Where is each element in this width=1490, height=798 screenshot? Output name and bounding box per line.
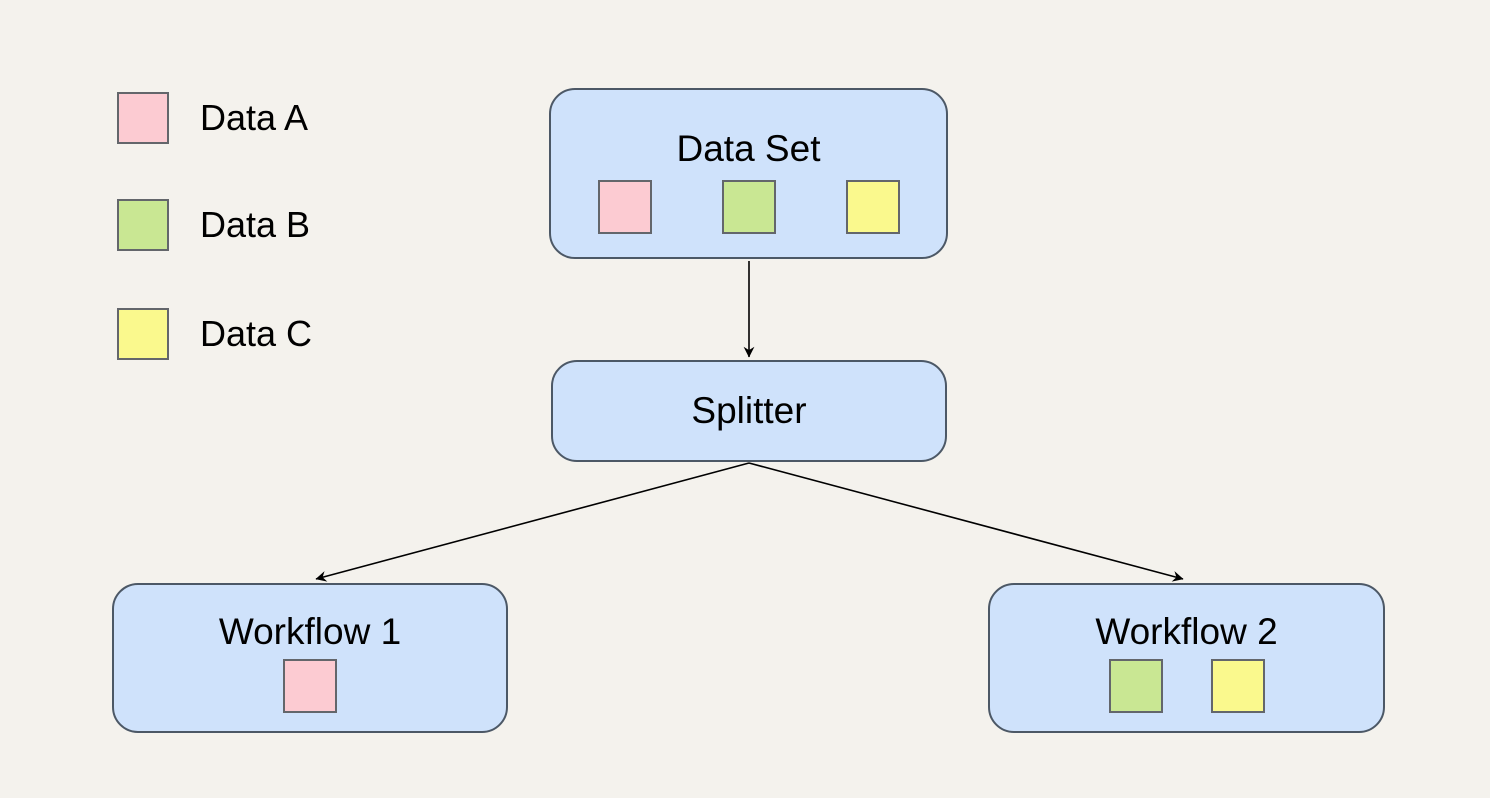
legend-item-data-c: Data C	[117, 308, 312, 360]
legend-swatch-data-c	[117, 308, 169, 360]
data-b-chip	[1108, 658, 1163, 713]
node-splitter: Splitter	[551, 360, 947, 462]
edge-splitter-to-workflow1	[315, 462, 750, 582]
legend-label-data-c: Data C	[200, 313, 313, 354]
node-workflow-1-chips	[114, 658, 506, 713]
node-data-set-chips	[551, 179, 946, 234]
legend-item-data-b: Data B	[117, 199, 310, 251]
legend-item-data-a: Data A	[117, 92, 308, 144]
node-data-set-title: Data Set	[676, 128, 821, 169]
node-workflow-1-title: Workflow 1	[218, 611, 402, 652]
legend-label-data-a: Data A	[200, 97, 309, 138]
data-b-chip	[721, 179, 776, 234]
data-c-chip	[845, 179, 900, 234]
data-c-chip	[1210, 658, 1265, 713]
legend-swatch-data-b	[117, 199, 169, 251]
node-workflow-2: Workflow 2	[988, 583, 1385, 733]
edge-splitter-to-workflow2	[748, 462, 1184, 582]
legend-label-data-b: Data B	[200, 204, 311, 245]
data-a-chip	[597, 179, 652, 234]
data-a-chip	[283, 658, 337, 713]
node-data-set: Data Set	[549, 88, 948, 259]
node-workflow-2-title: Workflow 2	[1095, 611, 1278, 652]
legend-swatch-data-a	[117, 92, 169, 144]
node-splitter-title: Splitter	[691, 389, 807, 431]
node-workflow-2-chips	[990, 658, 1383, 713]
node-workflow-1: Workflow 1	[112, 583, 508, 733]
